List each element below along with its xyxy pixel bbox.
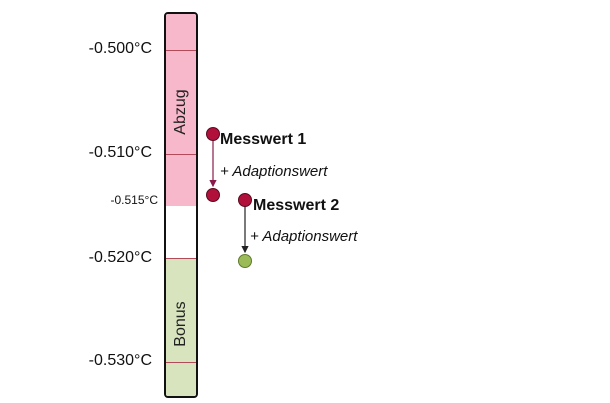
tick-line	[166, 50, 196, 51]
messwert-2-dot	[238, 193, 252, 207]
adapted-2-dot	[238, 254, 252, 268]
messwert-2-label: Messwert 2	[253, 197, 340, 214]
scale-label-0520: -0.520°C	[88, 249, 152, 266]
abzug-zone	[166, 14, 196, 206]
messwert-1-label: Messwert 1	[220, 131, 307, 148]
tick-line	[166, 362, 196, 363]
neutral-zone	[166, 206, 196, 259]
scale-label-0500: -0.500°C	[88, 40, 152, 57]
adapted-1-dot	[206, 188, 220, 202]
temperature-bar: Abzug Bonus	[164, 12, 198, 398]
scale-label-0530: -0.530°C	[88, 352, 152, 369]
adaption-2-label: + Adaptionswert	[250, 228, 358, 245]
bonus-zone	[166, 259, 196, 396]
messwert-1-dot	[206, 127, 220, 141]
tick-line	[166, 258, 196, 259]
scale-label-0510: -0.510°C	[88, 144, 152, 161]
adaption-1-label: + Adaptionswert	[220, 163, 328, 180]
tick-line	[166, 154, 196, 155]
scale-label-0515: -0.515°C	[110, 193, 159, 207]
